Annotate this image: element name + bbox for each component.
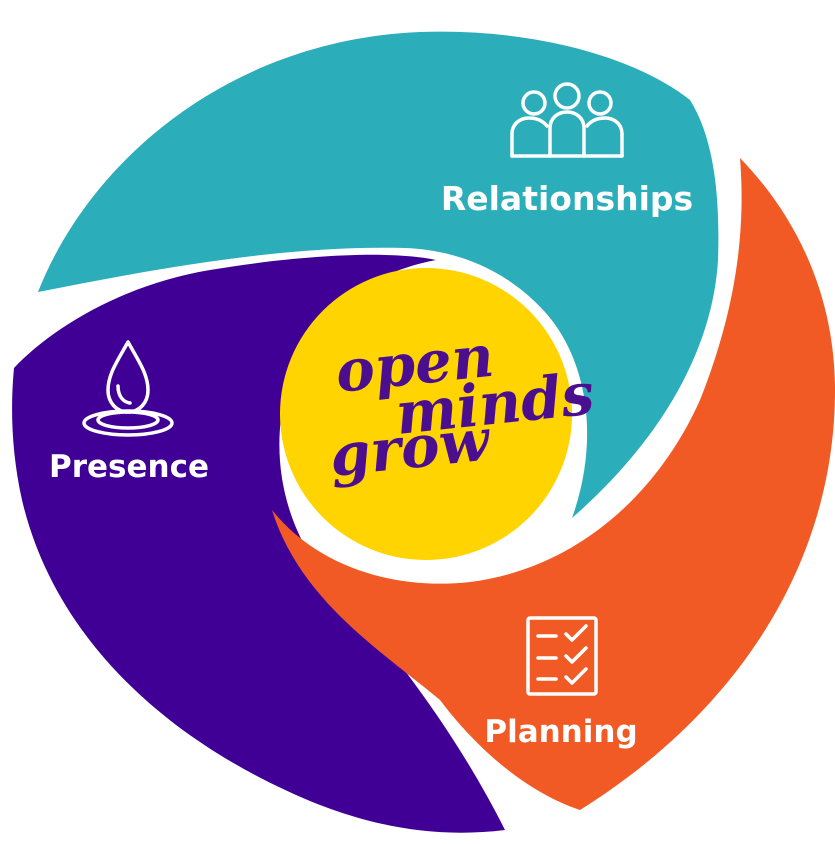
water-drop-icon xyxy=(82,340,174,437)
center-circle xyxy=(280,268,572,560)
people-group-icon xyxy=(510,82,624,158)
planning-label: Planning xyxy=(484,714,637,750)
logo-line-grow: grow xyxy=(326,405,494,490)
checklist-icon xyxy=(526,616,598,696)
logo-line-open: open xyxy=(332,322,497,406)
presence-segment xyxy=(12,254,505,833)
planning-segment xyxy=(272,158,835,810)
presence-label: Presence xyxy=(49,449,209,485)
relationships-label: Relationships xyxy=(441,179,693,218)
